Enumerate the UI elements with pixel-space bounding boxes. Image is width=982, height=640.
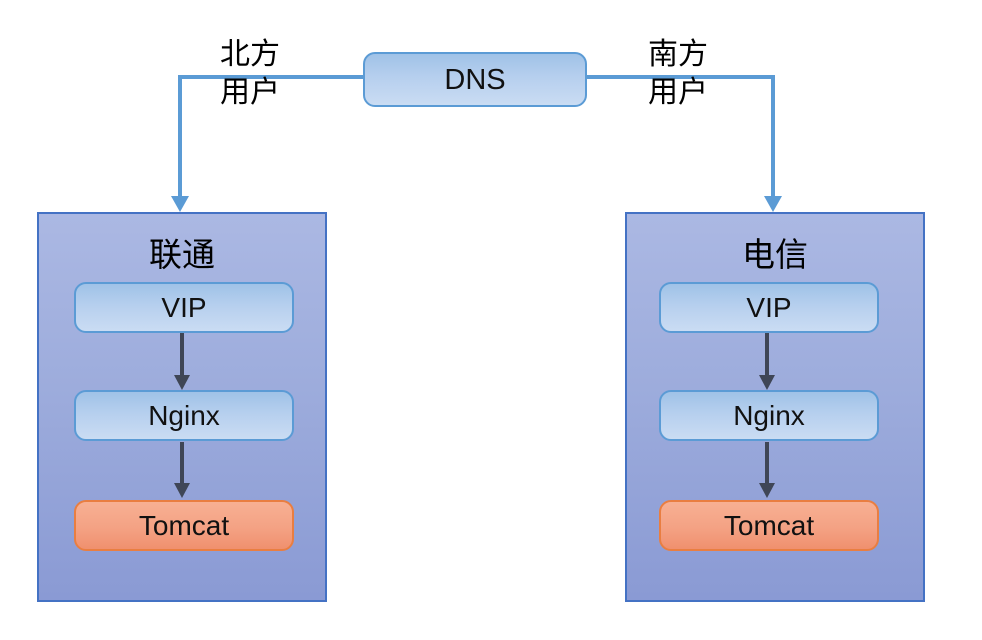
label-north-users: 北方 用户	[220, 38, 280, 109]
node-dns: DNS	[363, 52, 587, 107]
cluster-telecom: 电信 VIP Nginx Tomcat	[625, 212, 925, 602]
node-nginx-unicom: Nginx	[74, 390, 294, 441]
cluster-unicom: 联通 VIP Nginx Tomcat	[37, 212, 327, 602]
label-south-users: 南方 用户	[648, 38, 708, 109]
node-tomcat-unicom: Tomcat	[74, 500, 294, 551]
node-vip-unicom: VIP	[74, 282, 294, 333]
node-tomcat-telecom: Tomcat	[659, 500, 879, 551]
node-vip-telecom: VIP	[659, 282, 879, 333]
cluster-unicom-title: 联通	[149, 236, 215, 273]
node-nginx-telecom: Nginx	[659, 390, 879, 441]
cluster-telecom-title: 电信	[742, 236, 808, 273]
